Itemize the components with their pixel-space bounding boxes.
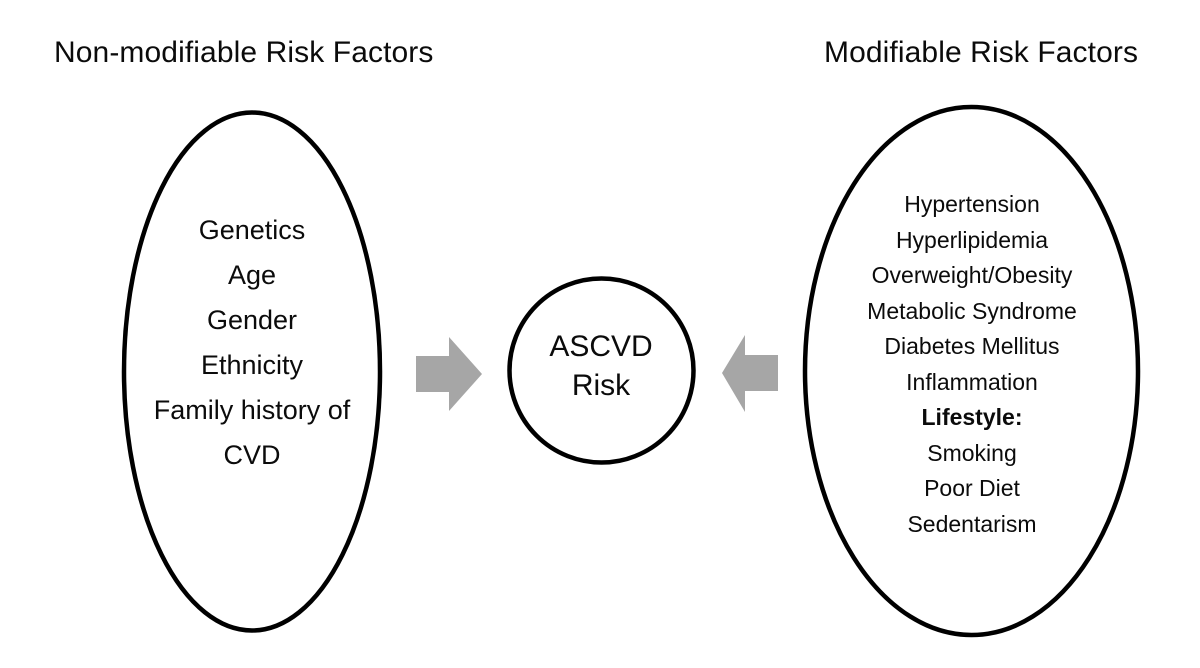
modifiable-ellipse <box>802 104 1141 638</box>
list-item-lifestyle-heading: Lifestyle: <box>921 404 1023 430</box>
list-item: Gender <box>206 305 298 335</box>
list-item: Metabolic Syndrome <box>867 297 1077 324</box>
list-item: Hypertension <box>904 191 1040 217</box>
modifiable-factors-list: Hypertension Hyperlipidemia Overweight/O… <box>808 187 1136 542</box>
arrow-right-icon <box>416 337 482 411</box>
list-item: Hyperlipidemia <box>895 226 1049 253</box>
list-item: Family history of CVD <box>153 395 351 470</box>
ascvd-risk-line1: ASCVD <box>549 330 653 363</box>
list-item: Inflammation <box>906 368 1038 395</box>
list-item: Diabetes Mellitus <box>884 333 1060 359</box>
list-item: Age <box>227 260 277 290</box>
list-item: Sedentarism <box>907 510 1037 537</box>
non-modifiable-risk-factors-title: Non-modifiable Risk Factors <box>54 36 434 69</box>
list-item: Ethnicity <box>200 350 304 380</box>
list-item: Poor Diet <box>924 475 1020 501</box>
ascvd-risk-label: ASCVD Risk <box>511 327 691 405</box>
non-modifiable-factors-list: Genetics Age Gender Ethnicity Family his… <box>132 208 372 478</box>
list-item: Overweight/Obesity <box>871 262 1073 288</box>
modifiable-risk-factors-title: Modifiable Risk Factors <box>824 36 1139 69</box>
arrow-left-icon <box>722 335 778 412</box>
ascvd-risk-line2: Risk <box>571 369 631 402</box>
list-item: Genetics <box>198 215 306 245</box>
list-item: Smoking <box>927 439 1017 466</box>
ascvd-risk-circle <box>507 276 696 465</box>
non-modifiable-ellipse <box>121 110 383 633</box>
